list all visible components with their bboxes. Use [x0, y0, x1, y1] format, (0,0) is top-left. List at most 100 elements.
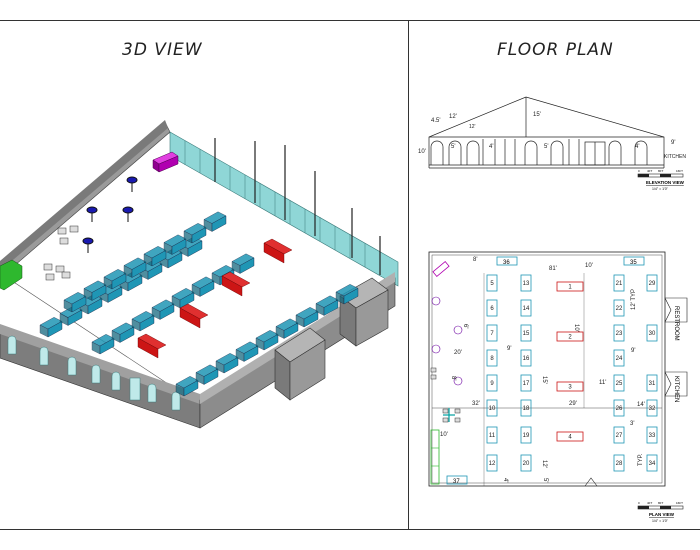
- booth-3d-r2-2: [131, 311, 155, 332]
- plan-booth-33: 33: [646, 426, 658, 444]
- green-counter: [0, 259, 23, 291]
- plan-booth-12: 12: [486, 454, 498, 472]
- plan-booth-15: 15: [520, 324, 532, 342]
- plan-booth-10: 10: [486, 399, 498, 417]
- elev-scale-8: 8FT: [658, 169, 664, 173]
- plan-purple-bar: [432, 260, 450, 278]
- plan-booth-27: 27: [613, 426, 625, 444]
- plan-dim-mid-10: 4': [502, 478, 508, 482]
- plan-dim-mid-4: 15': [541, 376, 547, 384]
- svg-text:32: 32: [649, 406, 656, 412]
- plan-dim-mid-6: 12': [541, 460, 547, 468]
- elev-dim-10: 9': [671, 140, 675, 146]
- svg-text:16: 16: [523, 356, 530, 362]
- plan-booth-31: 31: [646, 374, 658, 392]
- frame-top: [0, 20, 700, 21]
- elev-dim-2: 12': [449, 114, 457, 120]
- plan-booth-25: 25: [613, 374, 625, 392]
- plan-red-booth-4: 4: [556, 431, 584, 442]
- svg-text:10: 10: [489, 406, 496, 412]
- booth-3d-r3-7: [315, 295, 339, 316]
- svg-text:26: 26: [616, 406, 623, 412]
- plan-green-counter: [430, 429, 440, 485]
- svg-text:24: 24: [616, 356, 623, 362]
- plan-scale-8: 8FT: [658, 501, 664, 505]
- booth-3d-r3-1: [195, 364, 219, 385]
- svg-text:31: 31: [649, 381, 656, 387]
- booth-37: 37: [453, 479, 460, 485]
- plan-booths: 5678910111213141516171819202122232425262…: [486, 274, 658, 472]
- booth-3d-r3-3: [235, 341, 259, 362]
- elev-dim-3: 12': [469, 124, 476, 130]
- entry-door: [584, 477, 598, 487]
- plan-booth-5: 5: [486, 274, 498, 292]
- floor-plan-drawing: 4.5' 12' 12' 15' 10' 5' 4' 5' 4' 9' KITC…: [418, 96, 688, 523]
- booth-3d-r3-2: [215, 353, 239, 374]
- svg-text:28: 28: [616, 461, 623, 467]
- plan-caption: PLAN VIEW: [649, 512, 675, 517]
- elevation-view: [428, 96, 665, 169]
- svg-text:11: 11: [489, 433, 496, 439]
- lounge-seating: [43, 225, 79, 281]
- frame-divider: [408, 20, 409, 530]
- booth-3d-r2-3: [151, 299, 175, 320]
- elevation-scale-text: 1/4" = 1'0": [652, 187, 669, 191]
- plan-dim-top-2: 81': [549, 266, 557, 272]
- svg-text:25: 25: [616, 381, 623, 387]
- booth-3d-r3-0: [175, 376, 199, 397]
- plan-booth-11: 11: [486, 426, 498, 444]
- elev-dim-1: 4.5': [431, 118, 441, 124]
- elev-kitchen-label: KITCHEN: [664, 154, 686, 160]
- plan-red-booth-2: 2: [556, 331, 584, 342]
- elev-dim-7: 4': [489, 144, 493, 150]
- booth-3d-r1-2: [103, 269, 127, 290]
- elev-dim-9: 4': [635, 144, 639, 150]
- svg-text:1: 1: [568, 285, 572, 291]
- booth-3d-r1-0: [63, 292, 87, 313]
- plan-dim-mid-2: 11': [599, 380, 606, 386]
- plan-dim-mid-13: TYP.: [638, 453, 644, 466]
- plan-booth-29: 29: [646, 274, 658, 292]
- booth-3d-r1-3: [123, 257, 147, 278]
- svg-text:2: 2: [568, 335, 572, 341]
- svg-text:15: 15: [523, 331, 530, 337]
- plan-booth-19: 19: [520, 426, 532, 444]
- plan-booth-22: 22: [613, 299, 625, 317]
- booths-3d: [39, 211, 359, 397]
- plan-dim-mid-7: 14': [637, 402, 645, 408]
- elev-scale-16: 16FT: [676, 169, 683, 173]
- elev-scale-0: 0: [638, 169, 640, 173]
- svg-text:3: 3: [568, 385, 572, 391]
- plan-dim-left-5: 6': [462, 324, 468, 328]
- elev-scale-4: 4FT: [647, 169, 653, 173]
- booth-3d-r1-4: [143, 246, 167, 267]
- booth-36: 36: [503, 260, 510, 266]
- kitchen-block: [274, 327, 326, 401]
- frame-bottom: [0, 529, 700, 530]
- glass-wall: [169, 131, 399, 287]
- plan-booth-21: 21: [613, 274, 625, 292]
- plan-red-booth-3: 3: [556, 381, 584, 392]
- plan-booth-16: 16: [520, 349, 532, 367]
- plan-scale-bar: 0 4FT 8FT 16FT PLAN VIEW 1/4" = 1'0": [637, 501, 684, 523]
- plan-scale-16: 16FT: [676, 501, 683, 505]
- svg-text:27: 27: [616, 433, 623, 439]
- plan-booth-34: 34: [646, 454, 658, 472]
- plan-booth-14: 14: [520, 299, 532, 317]
- plan-booth-28: 28: [613, 454, 625, 472]
- svg-text:4: 4: [568, 435, 572, 441]
- plan-dim-mid-5: 10': [573, 324, 579, 332]
- red-booths-3d: [137, 238, 293, 359]
- plan-dim-top-1: 8': [473, 257, 477, 263]
- title-floor-plan: FLOOR PLAN: [497, 40, 614, 60]
- plan-dim-mid-3: 29': [569, 401, 577, 407]
- plan-booth-24: 24: [613, 349, 625, 367]
- svg-text:29: 29: [649, 281, 656, 287]
- elevation-scale-bar: 0 4FT 8FT 16FT ELEVATION VIEW 1/4" = 1'0…: [637, 169, 685, 191]
- plan-booth-30: 30: [646, 324, 658, 342]
- svg-text:9: 9: [490, 381, 494, 387]
- elev-dim-5: 10': [418, 149, 426, 155]
- booth-3d-r2-5: [191, 276, 215, 297]
- svg-text:18: 18: [523, 406, 530, 412]
- svg-text:19: 19: [523, 433, 530, 439]
